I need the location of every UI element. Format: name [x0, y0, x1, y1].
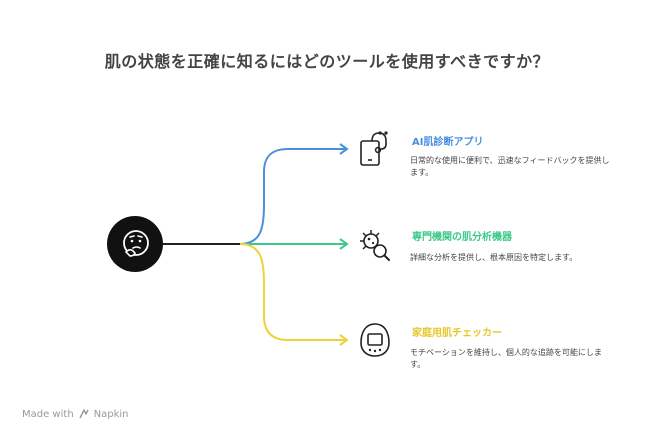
- microbe-magnifier-icon: [358, 226, 392, 264]
- stethoscope-tablet-icon: [358, 131, 392, 169]
- connector-ai-app: [239, 148, 346, 245]
- arrowhead-ai-app: [339, 143, 349, 155]
- branch-desc-home-checker: モチベーションを維持し、個人的な追跡を可能にします。: [410, 348, 602, 369]
- center-node: [107, 216, 163, 272]
- branch-desc-ai-app: 日常的な使用に便利で、迅速なフィードバックを提供します。: [410, 156, 610, 177]
- brand-label: Napkin: [93, 408, 129, 420]
- branch-desc-professional-device: 詳細な分析を提供し、根本原因を特定します。: [410, 253, 578, 262]
- handheld-device-icon: [358, 321, 392, 359]
- thinking-face-icon: [123, 230, 149, 257]
- diagram-title: 肌の状態を正確に知るにはどのツールを使用すべきですか？: [104, 52, 550, 71]
- branch-title-ai-app: AI肌診断アプリ: [412, 137, 484, 148]
- footer: Made with Napkin: [22, 408, 129, 420]
- branch-title-professional-device: 専門機関の肌分析機器: [412, 232, 512, 243]
- napkin-logo-icon: [79, 409, 89, 419]
- connector-home-checker: [239, 243, 346, 341]
- branch-title-home-checker: 家庭用肌チェッカー: [412, 328, 502, 339]
- made-with-label: Made with: [22, 408, 74, 420]
- arrowhead-home-checker: [339, 334, 349, 346]
- arrowhead-professional-device: [339, 238, 349, 250]
